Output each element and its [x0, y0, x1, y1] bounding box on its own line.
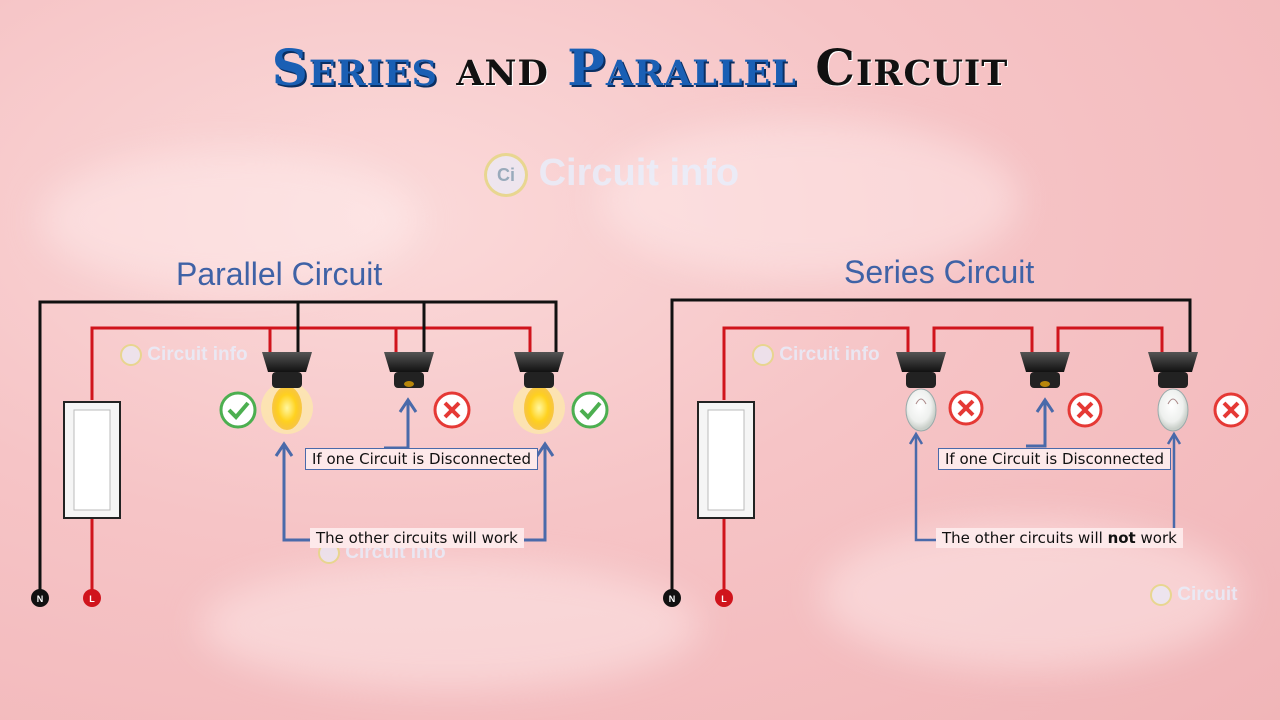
title-word-parallel: Parallel: [567, 38, 797, 97]
parallel-live-terminal: L: [83, 589, 101, 607]
series-live-terminal: L: [715, 589, 733, 607]
title-word-series: Series: [271, 38, 438, 97]
parallel-lamp-2-holder: [384, 352, 434, 388]
watermark-logo-icon: [120, 344, 142, 366]
watermark-logo-icon: [752, 344, 774, 366]
series-live-wire: [722, 326, 1164, 596]
cross-icon: [433, 391, 471, 429]
watermark-logo-icon: [1150, 584, 1172, 606]
watermark-small: Circuit info: [120, 344, 248, 366]
series-arrow-up: [1026, 397, 1055, 448]
background-cloud: [40, 150, 420, 290]
parallel-arrow-lamp1: [274, 441, 310, 542]
background-cloud: [600, 120, 1020, 280]
check-icon: [571, 391, 609, 429]
parallel-heading: Parallel Circuit: [176, 256, 383, 292]
parallel-live-wire: [90, 326, 532, 596]
series-lamp-3: [1148, 352, 1198, 432]
cross-icon: [1213, 392, 1249, 428]
svg-text:N: N: [37, 594, 44, 604]
parallel-note-disconnected: If one Circuit is Disconnected: [305, 448, 539, 470]
parallel-neutral-terminal: N: [31, 589, 49, 607]
svg-text:N: N: [669, 594, 676, 604]
series-switch: [697, 401, 755, 519]
series-neutral-terminal: N: [663, 589, 681, 607]
series-note-result: The other circuits will not work: [936, 528, 1183, 548]
parallel-note-result: The other circuits will work: [310, 528, 524, 548]
check-icon: [219, 391, 257, 429]
title-word-circuit: Circuit: [815, 38, 1009, 97]
watermark-small: Circuit info: [752, 344, 880, 366]
watermark-small: Circuit: [1150, 584, 1237, 606]
parallel-lamp-3: [513, 352, 565, 434]
parallel-lamp-1: [261, 352, 313, 434]
cross-icon: [1067, 392, 1103, 428]
parallel-neutral-wire: [296, 302, 426, 352]
series-lamp-1: [896, 352, 946, 432]
page-title: Series and Parallel Circuit: [0, 38, 1280, 97]
svg-text:L: L: [89, 594, 95, 604]
series-lamp-2-holder: [1020, 352, 1070, 388]
series-note-disconnected: If one Circuit is Disconnected: [938, 448, 1172, 470]
background-cloud: [200, 560, 700, 690]
series-arrow-lamp1: [908, 431, 936, 542]
series-heading: Series Circuit: [844, 254, 1035, 290]
watermark-main: Ci Circuit info: [484, 152, 739, 197]
parallel-arrow-up: [384, 397, 418, 450]
title-word-and: and: [456, 38, 549, 97]
parallel-switch: [63, 401, 121, 519]
cross-icon: [948, 390, 984, 426]
svg-text:L: L: [721, 594, 727, 604]
series-neutral-wire: [670, 298, 1192, 596]
watermark-logo-icon: Ci: [484, 152, 528, 197]
